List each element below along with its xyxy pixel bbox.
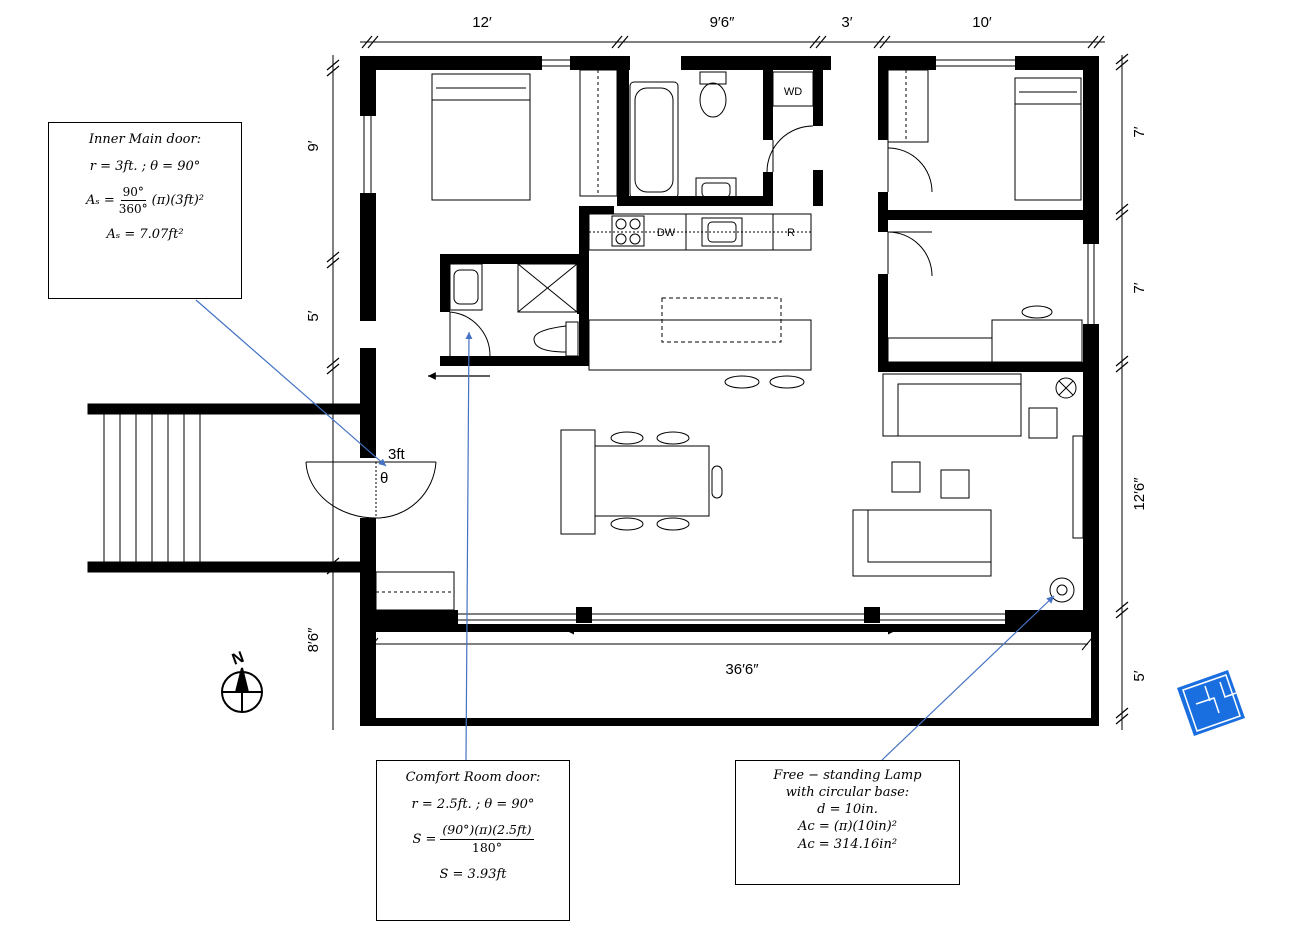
- note-main-door-formula: Aₛ = 90° 360° (π)(3ft)²: [55, 184, 235, 217]
- note-main-door: Inner Main door: r = 3ft. ; θ = 90° Aₛ =…: [48, 122, 242, 299]
- note-cr-line3: S = 3.93ft: [439, 866, 507, 882]
- fixtures: [375, 69, 1084, 611]
- dim-left-2: 5′: [305, 310, 322, 321]
- note-cr-formula: S = (90°)(π)(2.5ft) 180°: [383, 822, 563, 857]
- note-cr-line1: r = 2.5ft. ; θ = 90°: [411, 796, 535, 812]
- deck: [360, 624, 1099, 726]
- note-main-door-line1: r = 3ft. ; θ = 90°: [89, 158, 201, 174]
- entry-stairs: [87, 403, 361, 573]
- note-lamp: Free − standing Lamp with circular base:…: [735, 760, 960, 885]
- note-cr-denominator: 180°: [471, 839, 503, 855]
- note-lamp-line2: d = 10in.: [817, 802, 878, 818]
- compass-label: N: [230, 649, 247, 669]
- note-main-door-title: Inner Main door:: [88, 132, 202, 147]
- note-lamp-title: Free − standing Lamp: [773, 768, 922, 783]
- note-main-door-rhs: (π)(3ft)²: [151, 193, 205, 208]
- dimension-lines: [326, 35, 1129, 730]
- note-comfort-room-door: Comfort Room door: r = 2.5ft. ; θ = 90° …: [376, 760, 570, 921]
- dim-top-1: 12′: [472, 14, 492, 31]
- label-dw: DW: [657, 227, 676, 239]
- dim-top-3: 3′: [841, 14, 852, 31]
- note-main-door-denominator: 360°: [118, 202, 148, 217]
- main-door-swing: [305, 461, 437, 519]
- leader-lines: [195, 299, 1055, 761]
- dim-top-2: 9′6″: [710, 14, 735, 31]
- dim-right-4: 5′: [1131, 670, 1148, 681]
- floorplan-logo-icon: [1177, 670, 1245, 736]
- note-lamp-line1: with circular base:: [785, 785, 910, 801]
- dim-deck-width: 36′6″: [725, 661, 759, 678]
- note-main-door-numerator: 90°: [120, 184, 146, 202]
- dim-right-1: 7′: [1131, 126, 1148, 137]
- note-main-door-fraction: 90° 360°: [119, 184, 148, 217]
- window-lines: [363, 59, 1095, 621]
- note-cr-fraction: (90°)(π)(2.5ft) 180°: [440, 822, 534, 857]
- dim-left-1: 9′: [305, 140, 322, 151]
- note-lamp-line3: Aᴄ = (π)(10in)²: [798, 819, 897, 835]
- interior-walls: [440, 56, 1093, 372]
- label-wd: WD: [784, 86, 802, 98]
- dim-right-2: 7′: [1131, 282, 1148, 293]
- dim-right-3: 12′6″: [1131, 477, 1148, 511]
- dim-left-3: 8′6″: [305, 627, 322, 652]
- compass-icon: [221, 667, 263, 713]
- note-cr-numerator: (90°)(π)(2.5ft): [440, 822, 534, 840]
- label-door-radius: 3ft: [388, 446, 406, 463]
- dim-top-4: 10′: [972, 14, 992, 31]
- note-cr-lhs: S =: [412, 831, 437, 847]
- note-main-door-line3: Aₛ = 7.07ft²: [106, 227, 184, 243]
- label-r: R: [787, 227, 795, 239]
- note-main-door-lhs: Aₛ =: [85, 193, 115, 208]
- label-door-angle: θ: [380, 470, 388, 487]
- note-lamp-line4: Aᴄ = 314.16in²: [797, 836, 898, 852]
- note-cr-title: Comfort Room door:: [405, 770, 541, 785]
